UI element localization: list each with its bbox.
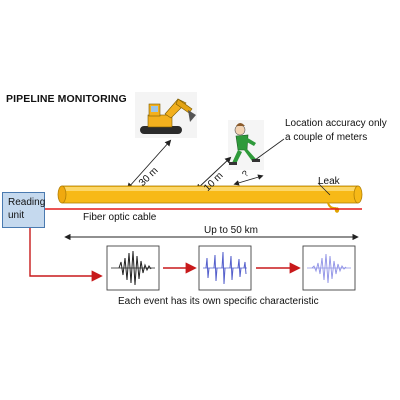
reading-unit-box: Reading unit bbox=[2, 192, 45, 228]
accuracy-leader-line bbox=[254, 138, 285, 161]
signal-panel-excavation bbox=[106, 245, 160, 291]
location-accuracy-note: Location accuracy only a couple of meter… bbox=[285, 117, 387, 145]
fiber-cable-label: Fiber optic cable bbox=[83, 212, 157, 223]
location-note-line2: a couple of meters bbox=[285, 132, 368, 143]
leak-drip-icon bbox=[327, 202, 340, 213]
unknown-distance-line bbox=[233, 174, 264, 186]
caption: Each event has its own specific characte… bbox=[118, 296, 319, 307]
pipeline bbox=[57, 185, 363, 204]
reading-unit-label-line2: unit bbox=[8, 210, 25, 221]
excavator-icon bbox=[135, 92, 197, 138]
excavator-distance-line bbox=[126, 139, 172, 190]
signal-panel-walking bbox=[198, 245, 252, 291]
walking-person-icon bbox=[228, 120, 264, 170]
reading-unit-output-line bbox=[29, 228, 103, 282]
reading-unit-label-line1: Reading bbox=[8, 197, 46, 208]
signal-panel-leak bbox=[302, 245, 356, 291]
range-label: Up to 50 km bbox=[204, 225, 258, 236]
walker-distance-line bbox=[195, 156, 232, 191]
leak-pointer-line bbox=[317, 182, 331, 196]
location-note-line1: Location accuracy only bbox=[285, 118, 387, 129]
leak-label: Leak bbox=[318, 176, 340, 187]
page-title: PIPELINE MONITORING bbox=[6, 93, 127, 105]
